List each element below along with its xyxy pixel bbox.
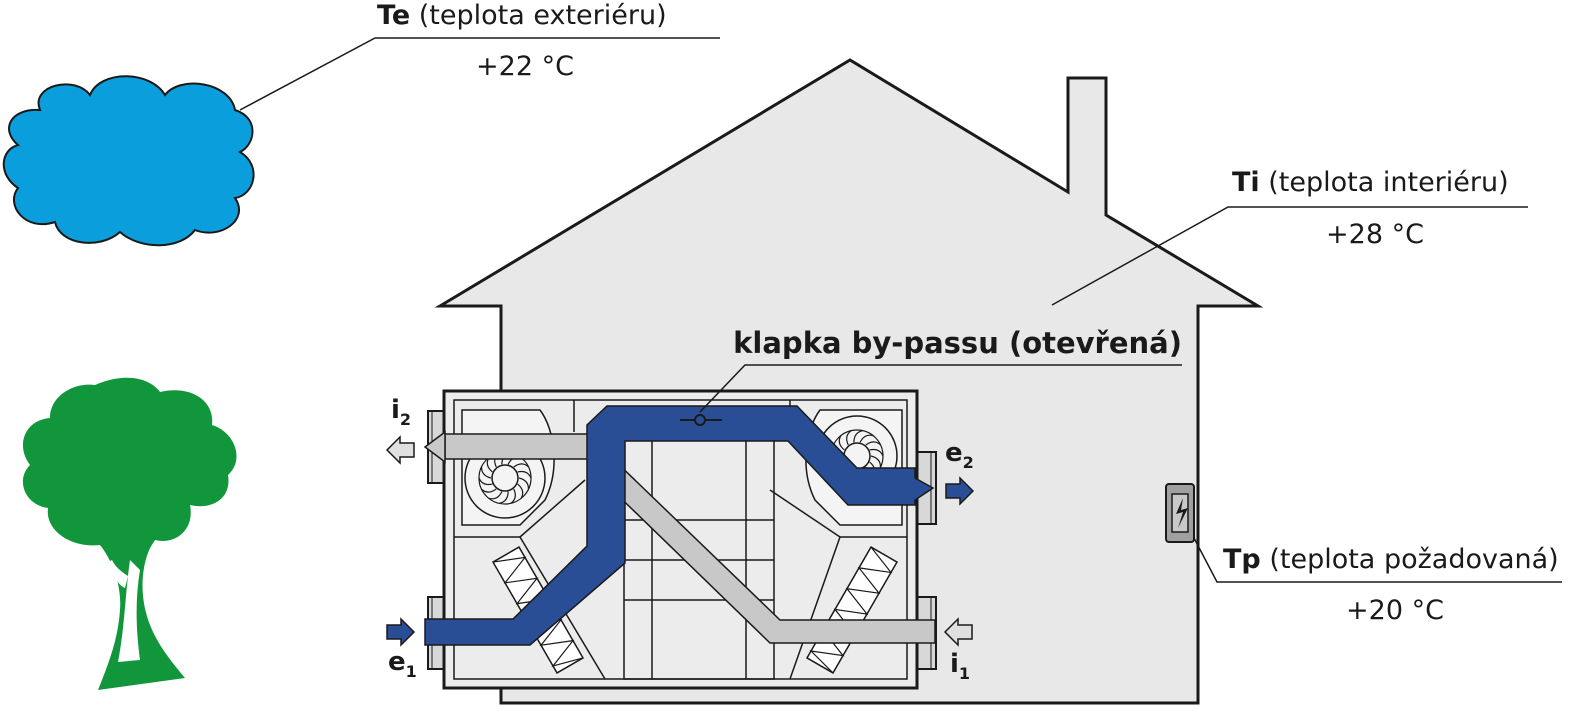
exterior-code: Te (377, 0, 410, 31)
port-i2-label: i2 (391, 395, 411, 429)
bypass-damper-icon (680, 414, 722, 426)
tree-icon (22, 377, 237, 690)
thermostat-icon (1165, 483, 1195, 543)
arrow-in-i1-icon (943, 617, 973, 647)
leader-setpoint (1193, 537, 1562, 583)
interior-temp-label: Ti (teplota interiéru) (1232, 167, 1509, 198)
port-e1-label: e1 (388, 647, 417, 681)
setpoint-temp-value: +20 °C (1346, 595, 1444, 626)
exterior-temp-label: Te (teplota exteriéru) (377, 0, 667, 31)
interior-temp-value: +28 °C (1326, 219, 1424, 250)
interior-description: (teplota interiéru) (1260, 167, 1509, 198)
exterior-description: (teplota exteriéru) (410, 0, 666, 31)
interior-code: Ti (1232, 167, 1260, 198)
port-e2-label: e2 (945, 438, 974, 472)
exterior-temp-value: +22 °C (476, 51, 574, 82)
bypass-damper-label: klapka by-passu (otevřená) (733, 326, 1182, 360)
setpoint-code: Tp (1223, 544, 1261, 575)
leader-bypass (699, 364, 1182, 413)
arrow-out-e2-icon (945, 476, 975, 506)
arrow-in-e1-icon (386, 617, 416, 647)
leader-exterior (239, 37, 720, 111)
port-i1-label: i1 (950, 649, 970, 683)
fresh-air-flow (424, 405, 935, 646)
setpoint-temp-label: Tp (teplota požadovaná) (1223, 544, 1559, 575)
setpoint-description: (teplota požadovaná) (1261, 544, 1559, 575)
cloud-icon (2, 75, 255, 247)
leader-interior (1051, 206, 1528, 306)
ventilation-unit (423, 389, 937, 690)
arrow-out-i2-icon (385, 435, 415, 465)
